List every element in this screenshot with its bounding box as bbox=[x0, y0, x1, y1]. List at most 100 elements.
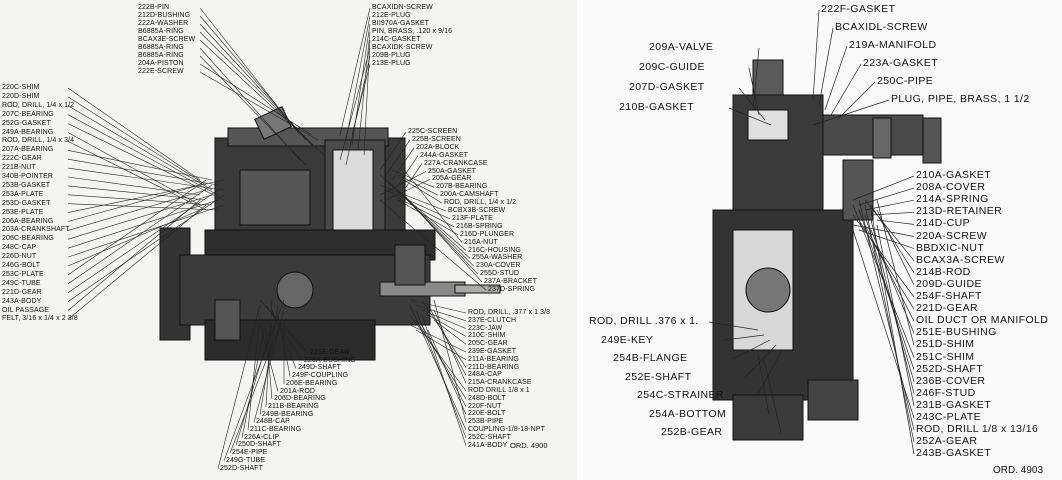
leader-line bbox=[199, 63, 313, 136]
leader-line bbox=[385, 139, 411, 176]
leader-line bbox=[253, 309, 285, 423]
leader-line bbox=[433, 309, 467, 384]
leader-line bbox=[403, 179, 443, 204]
leader-line bbox=[199, 71, 319, 141]
part-label: 222F-GASKET bbox=[821, 3, 896, 15]
part-label: 237E-CLUTCH bbox=[468, 316, 517, 324]
part-label: OIL DUCT OR MANIFOLD bbox=[916, 314, 1049, 327]
leader-line bbox=[199, 31, 319, 151]
part-label: 252E-SHAFT bbox=[625, 370, 692, 383]
part-label: 239E-GASKET bbox=[468, 348, 517, 355]
leader-line bbox=[199, 39, 325, 156]
part-label: 249F-COUPLING bbox=[292, 372, 349, 380]
part-label: 208A-COVER bbox=[916, 181, 986, 194]
leader-line bbox=[339, 47, 371, 161]
part-label: 254B-FLANGE bbox=[613, 352, 688, 364]
part-label: 205C-GEAR bbox=[468, 340, 508, 348]
part-label: 220D-SHIM bbox=[2, 92, 40, 100]
leader-line bbox=[199, 55, 307, 166]
part-label: 206C-BEARING bbox=[2, 235, 54, 243]
part-label: 211C-BEARING bbox=[250, 426, 302, 433]
part-label: 214C-GASKET bbox=[372, 36, 421, 43]
part-label: 253A-PLATE bbox=[2, 190, 44, 198]
part-label: 254E-PIPE bbox=[232, 449, 268, 457]
leader-line bbox=[864, 224, 915, 322]
part-label: ROD, DRILL, .377 x 1 3/8 bbox=[468, 309, 551, 316]
part-label: 237D-SPRING bbox=[488, 286, 536, 293]
part-label: 249D-SHAFT bbox=[298, 364, 342, 372]
leader-line bbox=[67, 199, 219, 249]
part-label: 211D-BEARING bbox=[468, 363, 520, 371]
part-label: 220E-BOLT bbox=[468, 410, 506, 418]
part-label: 210A-GASKET bbox=[916, 169, 992, 181]
leader-line bbox=[864, 199, 915, 261]
leader-line bbox=[858, 229, 915, 249]
part-label: 249G-TUBE bbox=[226, 456, 266, 464]
part-label: 213D-RETAINER bbox=[916, 205, 1003, 218]
part-label: 202A-BLOCK bbox=[416, 143, 460, 151]
part-label: 225B-SCREEN bbox=[412, 135, 461, 143]
leader-line bbox=[728, 107, 772, 126]
part-label: ROD, DRILL, 1/4 x 1/2 bbox=[2, 101, 75, 109]
part-label: BCBX3B-SCREW bbox=[448, 207, 506, 214]
leader-line bbox=[403, 194, 483, 283]
leader-line bbox=[427, 329, 467, 415]
part-label: 249A-BEARING bbox=[2, 128, 54, 136]
part-label: 340B-POINTER bbox=[2, 173, 53, 180]
leader-line bbox=[391, 147, 415, 181]
part-label: 243A-BODY bbox=[2, 297, 42, 305]
leader-line bbox=[67, 209, 201, 267]
part-label: BCAXIDN-SCREW bbox=[372, 4, 433, 11]
leader-line bbox=[830, 63, 862, 116]
part-label: 228A-BUSHING bbox=[304, 356, 356, 364]
part-label: 222C-GEAR bbox=[2, 155, 42, 163]
leader-line bbox=[403, 169, 463, 243]
leader-line bbox=[858, 209, 915, 370]
part-label: 201A-ROD bbox=[280, 387, 316, 395]
part-label: 251D-SHIM bbox=[916, 338, 975, 351]
part-label: 200A-CAMSHAFT bbox=[440, 191, 499, 199]
leader-line bbox=[397, 189, 479, 275]
leader-line bbox=[67, 204, 207, 320]
part-label: 212E-PLUG bbox=[372, 12, 411, 19]
part-label: 250D-SHAFT bbox=[238, 441, 282, 449]
part-label: 222A-WASHER bbox=[138, 20, 189, 27]
part-label: BCAXIDK-SCREW bbox=[372, 44, 433, 51]
part-label: ROD, DRILL .376 x 1. bbox=[589, 315, 699, 327]
part-label: 227A-CRANKCASE bbox=[424, 159, 488, 167]
leader-line bbox=[876, 224, 915, 406]
leader-line bbox=[67, 167, 225, 191]
leader-line bbox=[852, 175, 915, 201]
part-label: 220F-NUT bbox=[468, 402, 502, 410]
part-label: 249C-TUBE bbox=[2, 279, 41, 287]
leader-line bbox=[763, 359, 782, 434]
part-label: 246G-BOLT bbox=[2, 262, 41, 269]
part-label: 204A-PISTON bbox=[138, 60, 184, 67]
leader-line bbox=[757, 354, 770, 415]
leader-line bbox=[876, 199, 915, 346]
part-label: ROD, DRILL, 1/4 x 3/4 bbox=[2, 137, 75, 145]
part-label: 221D-GEAR bbox=[2, 288, 42, 296]
part-label: 250C-PIPE bbox=[877, 75, 934, 87]
part-label: 209B-PLUG bbox=[372, 52, 411, 59]
part-label: 231B-GASKET bbox=[916, 398, 992, 411]
panel-divider bbox=[577, 0, 583, 480]
part-label: 222B-PIN bbox=[138, 4, 170, 11]
leader-line bbox=[433, 319, 467, 345]
leader-line bbox=[744, 344, 777, 378]
leader-line bbox=[67, 194, 213, 206]
leader-line bbox=[67, 96, 207, 186]
part-label: 249E-KEY bbox=[601, 333, 654, 346]
leader-line bbox=[870, 209, 915, 455]
left-engine-drawing bbox=[67, 7, 501, 469]
leader-line bbox=[241, 319, 267, 438]
leader-line bbox=[858, 199, 915, 431]
part-label: 252D-SHAFT bbox=[220, 464, 264, 472]
part-label big: 207D-GASKET bbox=[629, 81, 705, 93]
leader-line bbox=[67, 199, 201, 311]
leader-line bbox=[247, 314, 261, 431]
part-label: 222E-SCREW bbox=[138, 68, 184, 75]
part-label: 216D-PLUNGER bbox=[460, 230, 515, 238]
leader-line bbox=[67, 194, 213, 240]
